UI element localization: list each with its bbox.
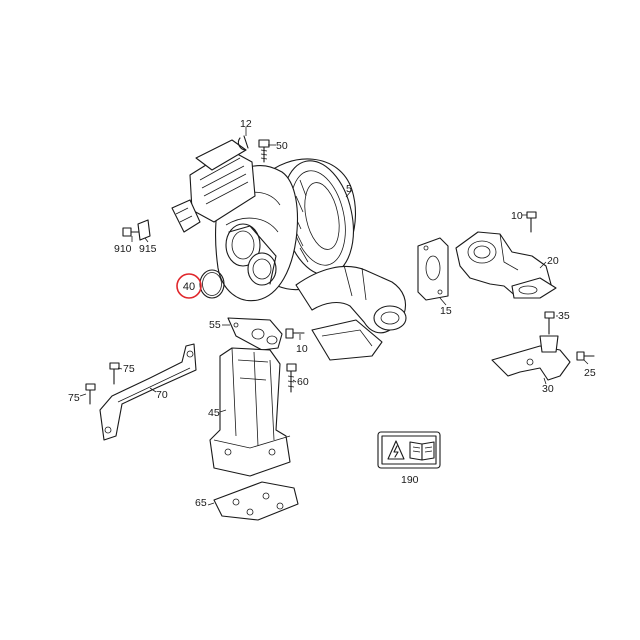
callout-12: 12 [240,118,252,130]
callout-70: 70 [156,389,168,401]
callout-40: 40 [183,281,195,293]
bolt-10-upper [526,211,537,233]
callout-75-upper: 75 [123,363,135,375]
electric-shock-warning-icon [387,440,405,460]
callout-55: 55 [209,319,221,331]
callout-30: 30 [542,383,554,395]
support-bracket-30 [491,335,571,381]
callout-50: 50 [276,140,288,152]
highlighted-callout-40: 40 [176,273,202,299]
gasket-55 [227,317,283,351]
callout-25: 25 [584,367,596,379]
o-ring-seal [199,269,225,299]
bolt-75-upper [109,362,120,385]
turbocharger [171,139,407,361]
callout-45: 45 [208,407,220,419]
gasket-65 [213,481,299,521]
callout-labels: 12 50 5 10 910 915 20 15 35 55 10 75 70 … [68,118,596,509]
callout-60: 60 [297,376,309,388]
callout-915: 915 [139,243,157,255]
callout-190: 190 [401,474,419,486]
callout-20: 20 [547,255,559,267]
bolt-60 [286,363,297,393]
callout-35: 35 [558,310,570,322]
callout-65: 65 [195,497,207,509]
callout-910: 910 [114,243,132,255]
support-bracket-70 [99,343,197,441]
support-bracket-45 [209,347,291,477]
exhaust-elbow-20 [455,231,557,299]
callout-15: 15 [440,305,452,317]
bolt-10-lower [285,328,305,339]
callout-75-lower: 75 [68,392,80,404]
bolt-75-lower [85,383,96,405]
bolt-50 [258,139,270,163]
clip-12 [237,135,249,151]
highlight-circle [176,273,202,299]
bolt-25 [576,351,595,361]
callout-10-upper: 10 [511,210,523,222]
callout-5: 5 [346,183,352,195]
manual-book-icon [409,441,435,461]
connector-910 [122,219,151,241]
warning-label-190 [377,431,441,469]
callout-10-lower: 10 [296,343,308,355]
bolt-35 [544,311,555,335]
leader-lines [79,127,589,506]
gasket-15 [417,237,449,301]
